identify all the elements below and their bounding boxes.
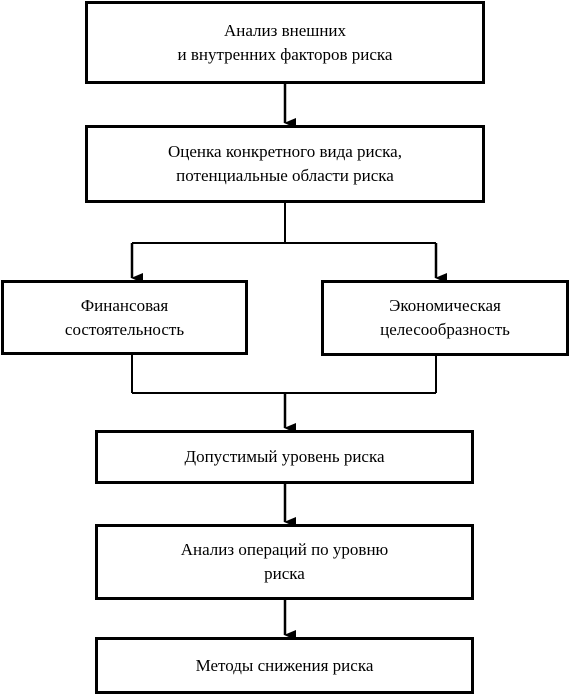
node-risk-assessment-label: Оценка конкретного вида риска, потенциал… — [168, 142, 402, 185]
node-financial-stability: Финансовая состоятельность — [1, 280, 248, 355]
node-operations-analysis-label: Анализ операций по уровню риска — [180, 540, 389, 583]
node-acceptable-level: Допустимый уровень риска — [95, 430, 474, 484]
split-connector — [132, 203, 436, 244]
node-reduction-methods-label: Методы снижения риска — [195, 655, 374, 675]
node-economic-feasibility: Экономическая целесообразность — [321, 280, 569, 356]
node-analysis-factors: Анализ внешних и внутренних факторов рис… — [85, 1, 485, 84]
node-risk-assessment: Оценка конкретного вида риска, потенциал… — [85, 125, 485, 203]
node-acceptable-level-label: Допустимый уровень риска — [184, 447, 385, 466]
node-operations-analysis: Анализ операций по уровню риска — [95, 524, 474, 600]
node-analysis-factors-label: Анализ внешних и внутренних факторов рис… — [177, 20, 393, 64]
node-reduction-methods: Методы снижения риска — [95, 637, 474, 694]
node-financial-stability-label: Финансовая состоятельность — [64, 295, 185, 339]
node-economic-feasibility-label: Экономическая целесообразность — [380, 296, 510, 339]
merge-connector — [131, 355, 437, 394]
